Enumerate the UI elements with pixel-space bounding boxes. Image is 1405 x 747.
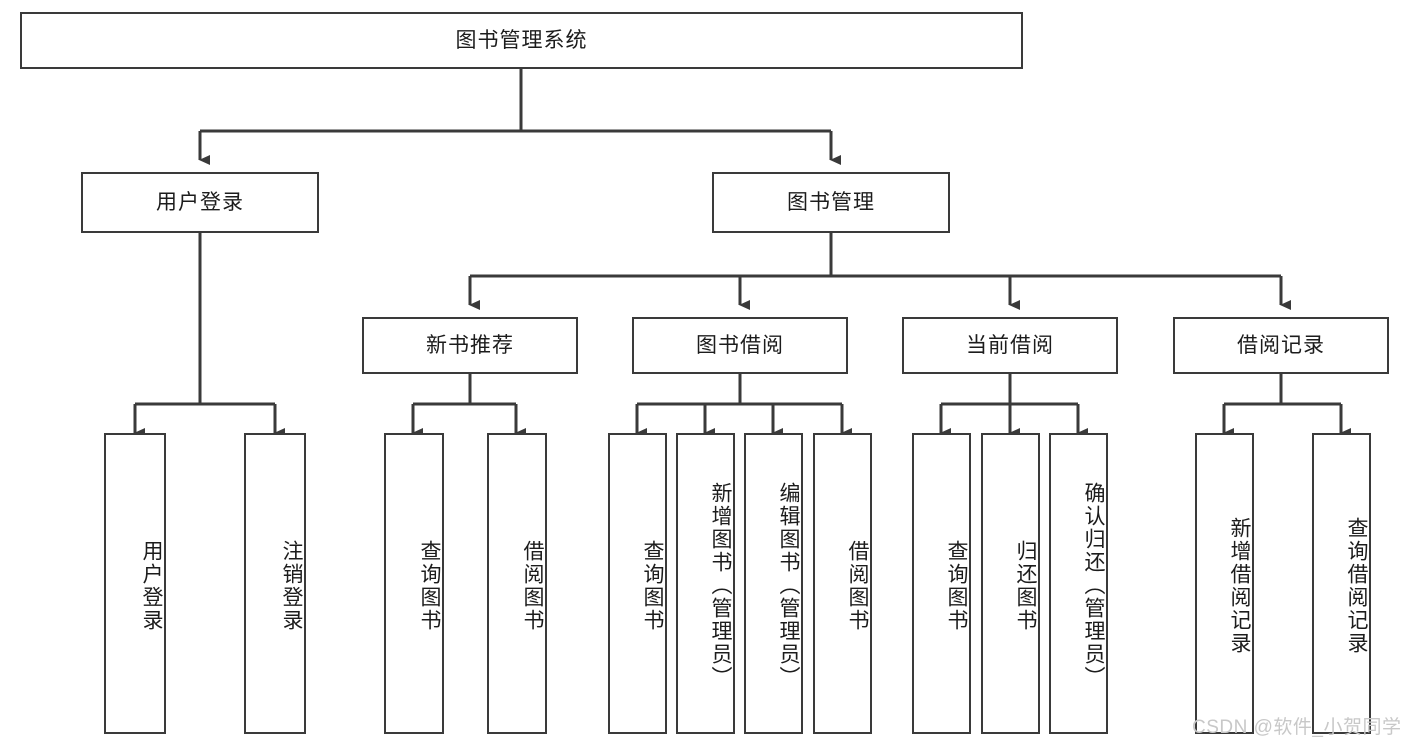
node-book-borrow-label: 图书借阅 [696, 333, 784, 357]
leaf-record-1-label: 新增借阅记录 [1228, 516, 1251, 655]
leaf-borrow-3-label: 编辑图书（管理员） [777, 482, 800, 689]
watermark-text: CSDN @软件_小贺同学 [1192, 717, 1402, 738]
leaf-user-login-1[interactable]: 用户登录 [104, 433, 166, 734]
leaf-current-1[interactable]: 查询图书 [912, 433, 971, 734]
node-current-borrow-label: 当前借阅 [966, 333, 1054, 357]
leaf-record-2[interactable]: 查询借阅记录 [1312, 433, 1371, 734]
leaf-borrow-2[interactable]: 新增图书（管理员） [676, 433, 735, 734]
leaf-borrow-2-label: 新增图书（管理员） [709, 482, 732, 689]
leaf-current-2[interactable]: 归还图书 [981, 433, 1040, 734]
leaf-record-2-label: 查询借阅记录 [1345, 516, 1368, 655]
leaf-borrow-1[interactable]: 查询图书 [608, 433, 667, 734]
leaf-new-book-1-label: 查询图书 [418, 539, 441, 632]
leaf-borrow-4[interactable]: 借阅图书 [813, 433, 872, 734]
leaf-record-1[interactable]: 新增借阅记录 [1195, 433, 1254, 734]
leaf-new-book-2-label: 借阅图书 [521, 539, 544, 632]
leaf-user-login-2[interactable]: 注销登录 [244, 433, 306, 734]
leaf-current-1-label: 查询图书 [945, 539, 968, 632]
leaf-new-book-1[interactable]: 查询图书 [384, 433, 444, 734]
leaf-current-3[interactable]: 确认归还（管理员） [1049, 433, 1108, 734]
leaf-user-login-2-label: 注销登录 [280, 539, 303, 632]
node-borrow-record[interactable]: 借阅记录 [1173, 317, 1389, 374]
node-borrow-record-label: 借阅记录 [1237, 333, 1325, 357]
node-new-book-recommend-label: 新书推荐 [426, 333, 514, 357]
node-root-label: 图书管理系统 [455, 28, 588, 52]
node-user-login[interactable]: 用户登录 [81, 172, 319, 233]
leaf-borrow-3[interactable]: 编辑图书（管理员） [744, 433, 803, 734]
leaf-borrow-1-label: 查询图书 [641, 539, 664, 632]
node-root[interactable]: 图书管理系统 [20, 12, 1023, 69]
node-book-borrow[interactable]: 图书借阅 [632, 317, 848, 374]
leaf-new-book-2[interactable]: 借阅图书 [487, 433, 547, 734]
leaf-current-2-label: 归还图书 [1014, 539, 1037, 632]
leaf-user-login-1-label: 用户登录 [140, 539, 163, 632]
node-new-book-recommend[interactable]: 新书推荐 [362, 317, 578, 374]
node-user-login-label: 用户登录 [156, 190, 244, 214]
node-book-management[interactable]: 图书管理 [712, 172, 950, 233]
node-book-management-label: 图书管理 [787, 190, 875, 214]
leaf-borrow-4-label: 借阅图书 [846, 539, 869, 632]
node-current-borrow[interactable]: 当前借阅 [902, 317, 1118, 374]
leaf-current-3-label: 确认归还（管理员） [1082, 482, 1105, 689]
